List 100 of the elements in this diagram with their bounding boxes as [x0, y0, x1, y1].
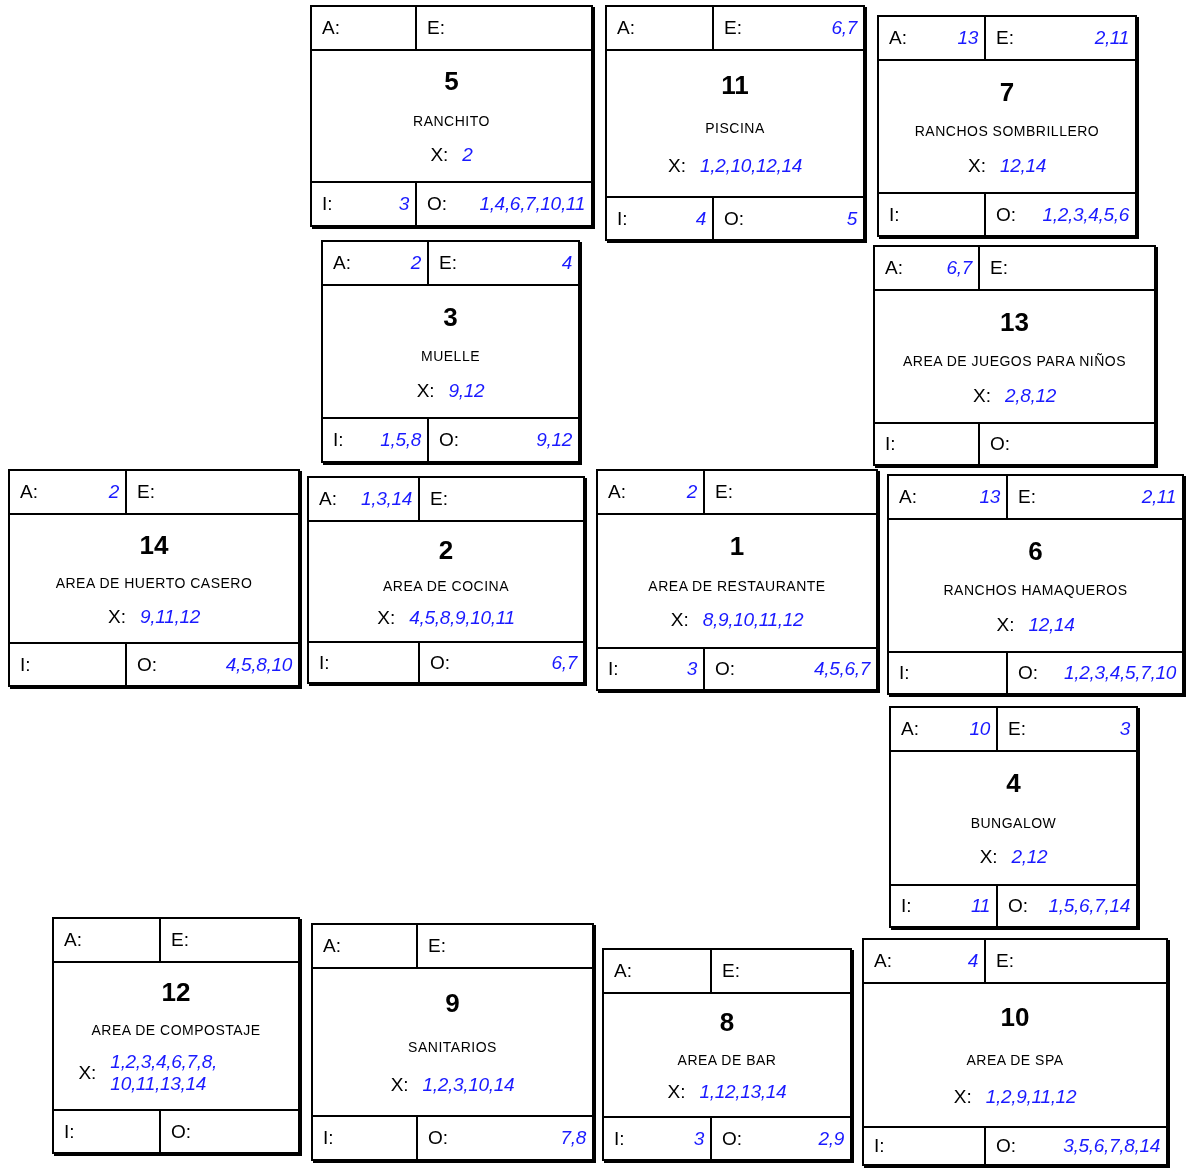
field-label: X: [968, 154, 986, 177]
field-label: X: [667, 1080, 686, 1103]
field-cell [864, 940, 986, 984]
field-label: E: [996, 950, 1014, 972]
field-value: 12,14 [1028, 613, 1075, 636]
field-value: 1,2,10,12,14 [699, 155, 802, 177]
zone-card [321, 240, 580, 463]
field-value: 4,5,8,9,10,11 [409, 606, 515, 629]
field-label: I: [333, 429, 344, 451]
field-cell [598, 647, 705, 689]
field-label: X: [953, 1085, 972, 1108]
field-value: 1,5,6,7,14 [1048, 895, 1130, 917]
field-label: E: [439, 252, 457, 274]
field-label: A: [899, 486, 917, 508]
zone-number: 1 [729, 530, 745, 562]
field-value: 1,4,6,7,10,11 [479, 193, 585, 215]
field-cell [312, 181, 417, 225]
field-value: 1,5,8 [380, 429, 421, 451]
field-value: 4 [695, 207, 706, 230]
zone-card [602, 948, 852, 1161]
field-label: A: [64, 929, 82, 951]
zone-number: 14 [139, 529, 169, 561]
field-cell [889, 651, 1008, 693]
zone-number: 13 [1000, 306, 1029, 338]
field-label: O: [427, 193, 448, 215]
field-label: A: [885, 257, 903, 279]
field-cell [891, 708, 998, 752]
field-value: 2 [410, 252, 421, 274]
field-label: I: [899, 662, 910, 684]
field-cell [875, 247, 980, 291]
zone-number: 2 [438, 534, 454, 566]
field-value: 3,5,6,7,8,14 [1063, 1135, 1160, 1157]
field-cell [309, 478, 420, 522]
zone-number: 9 [445, 988, 460, 1020]
field-label: X: [973, 384, 991, 407]
field-value: 3 [693, 1127, 704, 1150]
field-value: 4,5,6,7 [814, 658, 870, 680]
field-value: 3 [1119, 718, 1130, 740]
zone-name: SANITARIOS [407, 1038, 498, 1055]
field-cell [312, 7, 417, 51]
zone-card [862, 938, 1168, 1166]
field-label: A: [322, 17, 340, 39]
field-label: X: [979, 846, 998, 869]
field-value: 4 [967, 950, 978, 972]
field-label: E: [724, 17, 742, 39]
field-value: 1,12,13,14 [699, 1080, 787, 1103]
field-cell [879, 192, 986, 235]
field-cell [864, 1126, 986, 1164]
field-value: 6,7 [946, 257, 972, 279]
field-cell [10, 642, 127, 685]
field-label: O: [996, 1135, 1017, 1157]
field-cell [598, 471, 705, 515]
field-value: 1,3,14 [360, 488, 412, 510]
field-value: 2,12 [1011, 846, 1048, 869]
field-value: 2,11 [1094, 27, 1129, 49]
field-label: E: [137, 481, 155, 503]
field-value: 8,9,10,11,12 [702, 609, 804, 632]
field-label: E: [715, 481, 733, 503]
field-label: I: [64, 1120, 75, 1143]
field-value: 2 [462, 143, 473, 166]
field-value: 6,7 [551, 651, 577, 674]
field-label: O: [439, 429, 460, 451]
field-label: E: [722, 960, 740, 982]
field-label: A: [614, 960, 632, 982]
zone-name: AREA DE JUEGOS PARA NIÑOS [901, 353, 1128, 369]
zone-card [596, 469, 878, 691]
field-label: E: [996, 27, 1014, 49]
field-label: O: [1018, 662, 1039, 684]
field-cell [313, 1115, 418, 1159]
field-cell [891, 884, 998, 926]
field-cell [10, 471, 127, 515]
field-value: 4,5,8,10 [225, 653, 292, 676]
zone-card [873, 245, 1156, 466]
zone-number: 8 [719, 1007, 735, 1039]
zone-card [311, 923, 594, 1161]
field-label: O: [430, 651, 451, 674]
zone-card [310, 5, 593, 227]
field-label: O: [724, 207, 745, 230]
field-value: 13 [979, 486, 1000, 508]
field-label: A: [608, 481, 626, 503]
field-value: 10 [969, 718, 990, 740]
field-label: I: [20, 653, 31, 676]
field-value: 2,8,12 [1004, 384, 1056, 407]
field-value: 1,2,3,10,14 [422, 1073, 515, 1096]
field-label: I: [608, 658, 619, 680]
field-value: 2,9 [818, 1127, 844, 1150]
zone-name: AREA DE SPA [965, 1051, 1065, 1068]
field-label: A: [889, 27, 907, 49]
zone-number: 3 [443, 301, 458, 333]
field-label: A: [901, 718, 919, 740]
field-label: A: [617, 17, 635, 39]
zone-name: RANCHOS SOMBRILLERO [913, 123, 1101, 139]
zone-card [307, 476, 585, 684]
field-value: 7,8 [560, 1127, 586, 1149]
field-label: X: [390, 1073, 409, 1096]
zone-name: RANCHOS HAMAQUEROS [942, 582, 1129, 598]
zone-name: MUELLE [420, 348, 481, 364]
field-label: I: [319, 651, 330, 674]
zone-number: 5 [444, 66, 459, 98]
zone-card [877, 15, 1137, 237]
